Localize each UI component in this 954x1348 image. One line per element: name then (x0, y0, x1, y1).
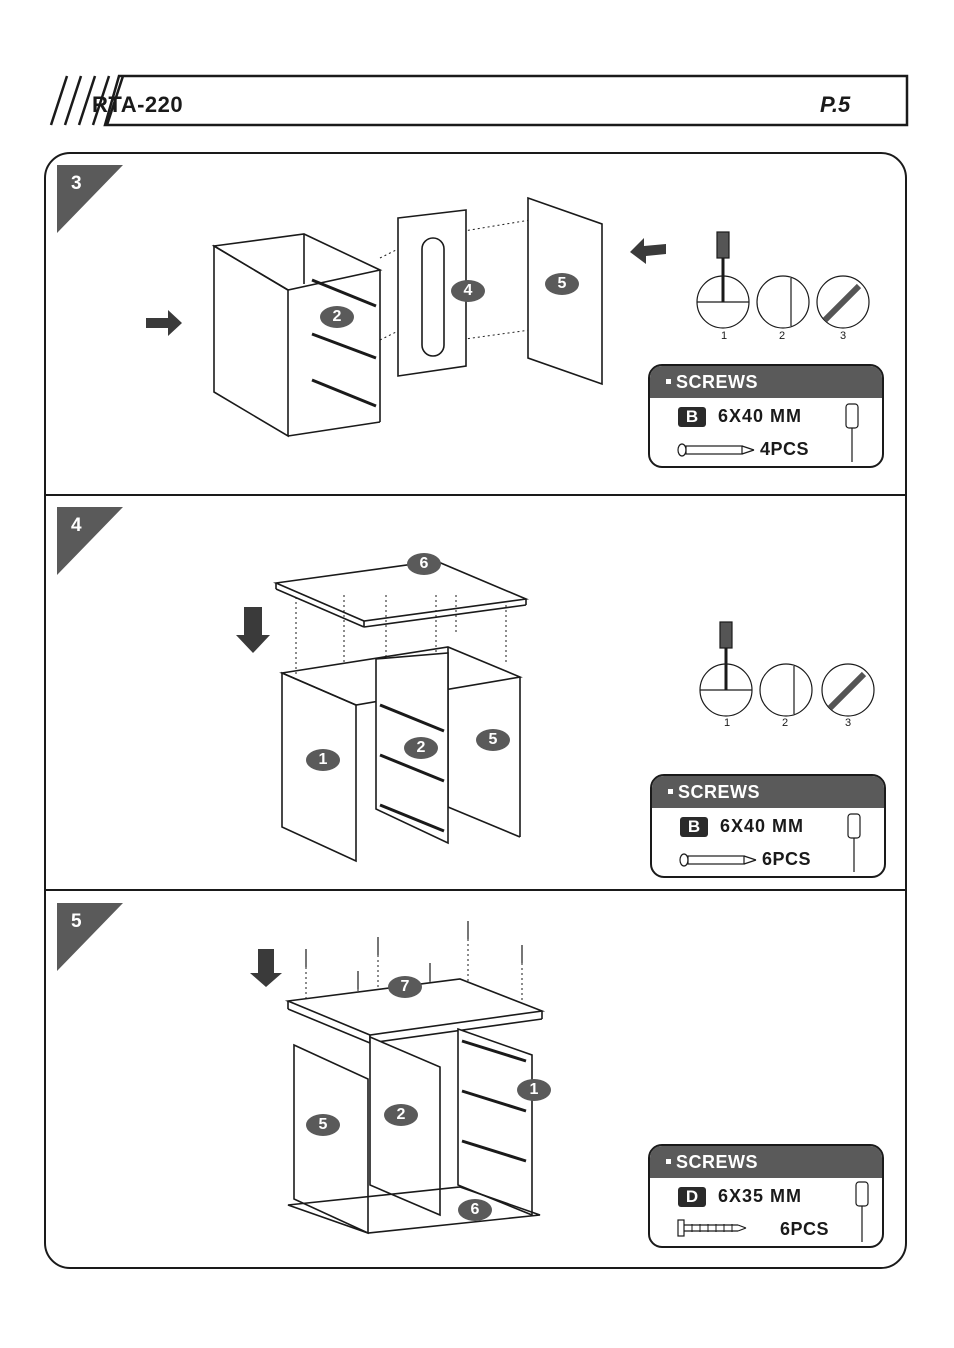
step3-illustration (146, 196, 603, 438)
insert-arrow-icon (630, 238, 666, 264)
step5-illustration (250, 921, 546, 1235)
part-label: 4 (451, 280, 485, 302)
part-label: 6 (458, 1199, 492, 1221)
diagram-label: 2 (779, 330, 786, 342)
screw-qty: 6PCS (780, 1219, 830, 1239)
diagram-label: 3 (845, 717, 852, 729)
screw-code: D (678, 1187, 706, 1207)
diagram-label: 2 (782, 717, 789, 729)
screws-box: SCREWS D 6X35 MM 6PCS (648, 1144, 884, 1248)
part-label: 2 (384, 1104, 418, 1126)
step-divider (44, 494, 907, 496)
screw-size: 6X40 MM (718, 406, 803, 426)
screwdriver-icon (845, 403, 859, 462)
page-header (47, 74, 909, 127)
step-number: 5 (71, 911, 82, 932)
screw-size: 6X35 MM (718, 1186, 803, 1206)
step-badge-4 (57, 507, 123, 575)
part-label: 7 (388, 976, 422, 998)
part-label: 5 (476, 729, 510, 751)
screwdriver-icon (847, 813, 861, 872)
diagram-label: 1 (721, 330, 728, 342)
screw-code: B (680, 817, 708, 837)
step-badge-5 (57, 903, 123, 971)
step4-illustration (236, 560, 530, 863)
step-divider (44, 889, 907, 891)
step-badge-3 (57, 165, 123, 233)
part-label: 2 (320, 306, 354, 328)
screw-qty: 4PCS (760, 439, 810, 459)
screw-code: B (678, 407, 706, 427)
step4-screw-diagram (699, 621, 875, 717)
screws-box: SCREWS B 6X40 MM 6PCS (650, 774, 886, 878)
part-label: 2 (404, 737, 438, 759)
step-number: 3 (71, 173, 82, 194)
step-number: 4 (71, 515, 82, 536)
screw-qty: 6PCS (762, 849, 812, 869)
part-label: 1 (306, 749, 340, 771)
part-label: 5 (545, 273, 579, 295)
part-label: 1 (517, 1079, 551, 1101)
screws-box: SCREWS B 6X40 MM 4PCS (648, 364, 884, 468)
part-label: 5 (306, 1114, 340, 1136)
diagram-label: 3 (840, 330, 847, 342)
part-label: 6 (407, 553, 441, 575)
header-frame (49, 74, 909, 127)
step3-screw-diagram (696, 231, 870, 329)
screwdriver-icon (855, 1181, 869, 1242)
screws-title: SCREWS (650, 366, 882, 398)
diagram-label: 1 (724, 717, 731, 729)
model-number: RTA-220 (92, 92, 184, 117)
dowel-icon (677, 443, 755, 457)
screw-size: 6X40 MM (720, 816, 805, 836)
screws-title: SCREWS (652, 776, 884, 808)
steps-frame (44, 152, 907, 1269)
dowel-icon (679, 853, 757, 867)
screws-title: SCREWS (650, 1146, 882, 1178)
wood-screw-icon (677, 1219, 747, 1237)
page-number: P.5 (820, 92, 851, 117)
